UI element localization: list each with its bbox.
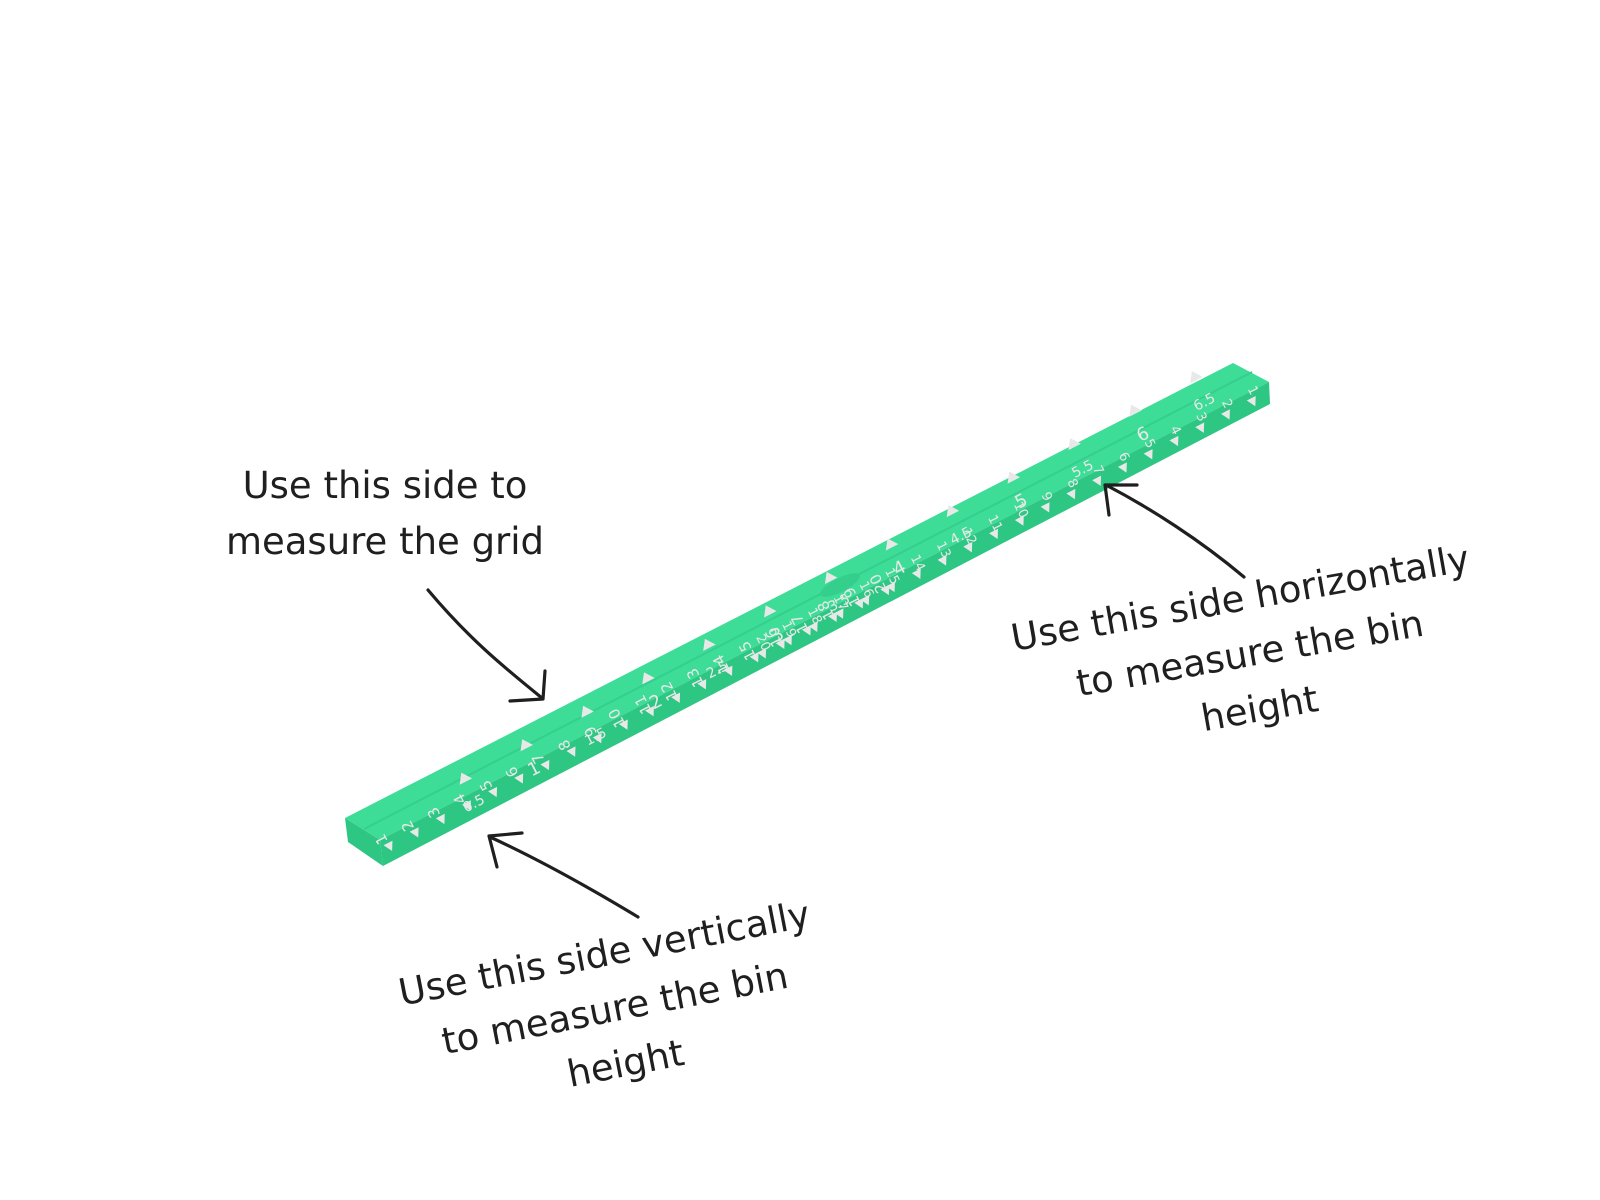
ruler-thumb-notch <box>820 573 860 597</box>
horizontal-mark-label: 13 <box>933 539 954 561</box>
horizontal-marker <box>808 621 818 632</box>
thumb-notch-shape <box>820 573 860 597</box>
grid-marker <box>824 571 838 585</box>
vertical-marker <box>435 813 445 825</box>
horizontal-mark-label: 18 <box>804 606 825 628</box>
horizontal-mark-label: 11 <box>984 513 1005 535</box>
grid-marker <box>520 739 533 752</box>
arrow-grid <box>426 588 544 700</box>
horizontal-marker <box>834 608 844 619</box>
arrow-vertical-head <box>487 831 524 869</box>
horizontal-marker <box>937 555 947 566</box>
vertical-marker <box>592 732 602 744</box>
horizontal-marker <box>1169 435 1179 447</box>
horizontal-mark-label: 19 <box>778 619 799 641</box>
horizontal-marker <box>1143 449 1153 460</box>
horizontal-marker <box>1246 395 1256 407</box>
vertical-marker <box>723 665 733 676</box>
horizontal-mark-label: 12 <box>958 526 979 548</box>
horizontal-marker <box>989 528 999 540</box>
horizontal-marker <box>963 542 973 553</box>
ruler-front-face <box>345 818 383 866</box>
grid-marker <box>764 605 777 618</box>
horizontal-marker <box>886 581 895 593</box>
horizontal-mark-label: 20 <box>752 632 773 654</box>
vertical-marker <box>383 840 393 852</box>
annotation-grid-line-1: Use this side to <box>242 464 528 507</box>
vertical-marker <box>854 598 864 609</box>
grid-marker <box>885 538 899 551</box>
horizontal-marker <box>1014 515 1024 526</box>
vertical-marker <box>461 800 471 811</box>
vertical-marker <box>775 638 785 649</box>
arrow-vertical <box>488 835 640 919</box>
annotation-grid: Use this side to measure the grid <box>205 458 565 570</box>
horizontal-marker <box>1117 462 1127 473</box>
grid-marker <box>946 504 960 518</box>
grid-marker <box>642 672 655 685</box>
horizontal-marker <box>757 648 767 659</box>
ruler-groove <box>363 371 1253 830</box>
horizontal-mark-label: 17 <box>830 592 851 614</box>
arrow-horizontal <box>1104 483 1246 579</box>
horizontal-marker <box>860 595 870 606</box>
ruler-bottom-face <box>380 382 1270 866</box>
horizontal-mark-label: 15 <box>881 566 902 588</box>
vertical-marker <box>645 706 654 717</box>
grid-marker <box>581 705 594 718</box>
arrow-horizontal-head <box>1103 483 1139 517</box>
vertical-marker <box>749 652 759 663</box>
vertical-marker <box>671 692 681 703</box>
grid-marker <box>459 772 473 785</box>
horizontal-marker <box>782 634 792 646</box>
vertical-marker <box>514 773 524 784</box>
grid-marker <box>1007 471 1021 484</box>
arrow-grid-head <box>508 669 547 703</box>
horizontal-marker <box>1066 488 1076 500</box>
grid-marker <box>1190 371 1203 384</box>
vertical-marker <box>540 759 550 771</box>
vertical-marker <box>801 625 811 636</box>
vertical-marker <box>880 584 890 596</box>
grid-marker <box>1068 438 1081 451</box>
horizontal-marker <box>1195 422 1205 433</box>
horizontal-marker <box>1092 475 1102 486</box>
horizontal-marker <box>1221 409 1230 420</box>
horizontal-marker <box>911 568 921 579</box>
vertical-marker <box>697 679 707 690</box>
grid-marker <box>703 638 716 651</box>
vertical-marker <box>409 827 419 838</box>
horizontal-marker <box>1040 502 1050 513</box>
vertical-marker <box>488 786 498 798</box>
grid-marker <box>1129 404 1142 417</box>
horizontal-mark-label: 10 <box>1010 499 1031 521</box>
horizontal-mark-label: 14 <box>907 552 928 574</box>
horizontal-mark-label: 16 <box>855 579 876 601</box>
vertical-marker <box>828 611 837 623</box>
vertical-marker <box>618 719 628 730</box>
vertical-marker <box>566 746 576 757</box>
annotation-grid-line-2: measure the grid <box>225 520 545 563</box>
